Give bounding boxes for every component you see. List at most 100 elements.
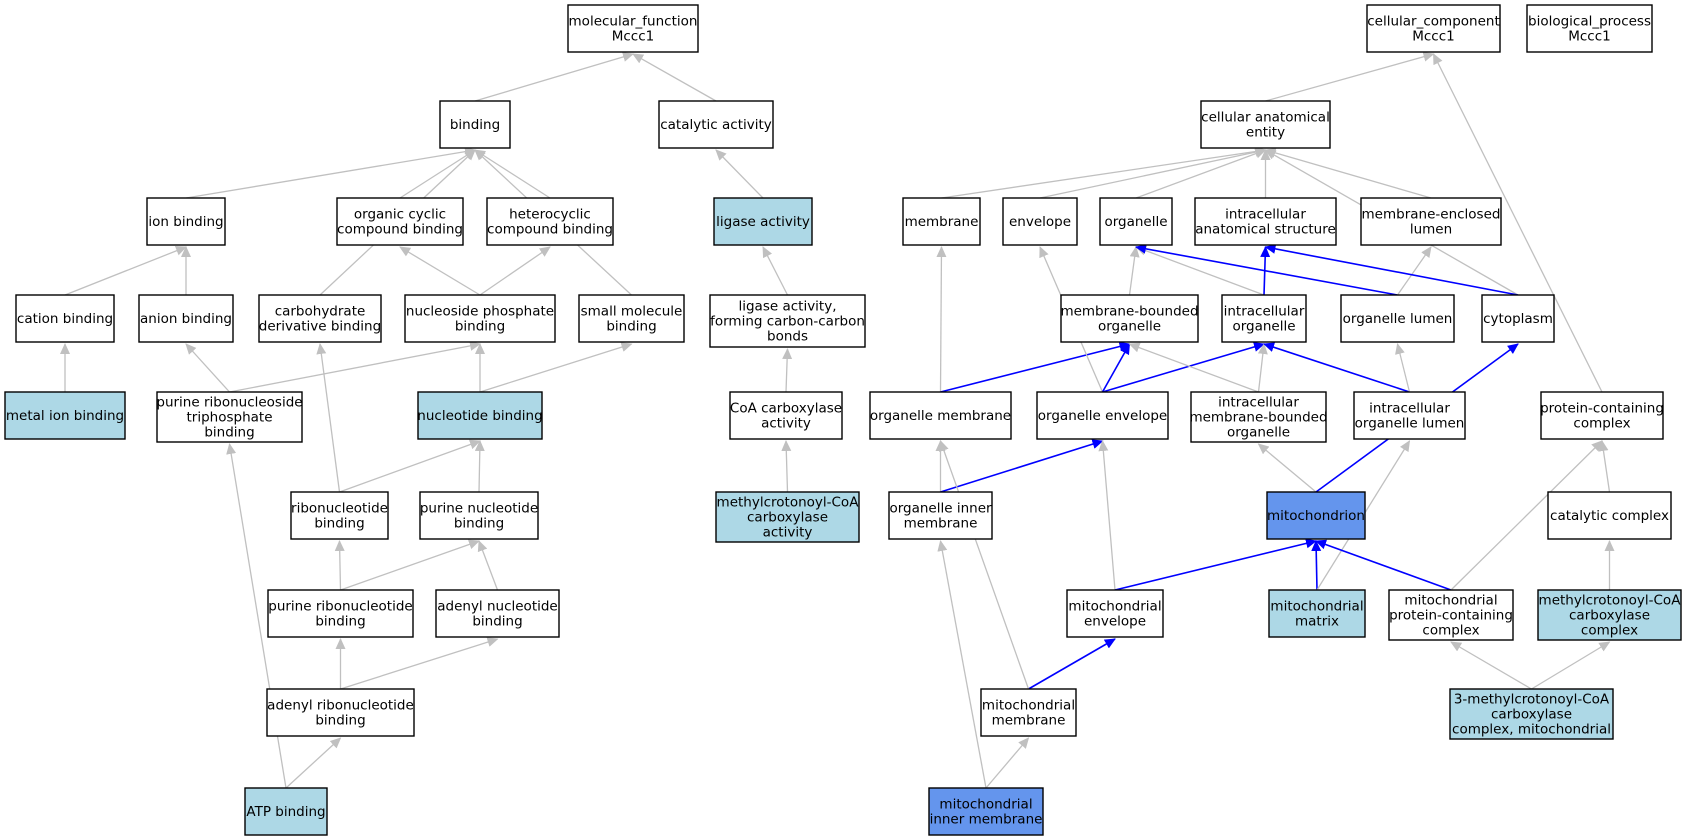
node-label-mf-line-0: molecular_function [569,14,698,30]
node-label-orgcyc-line-0: organic cyclic [354,207,446,223]
node-box-ias [1194,197,1337,246]
node-label-mitoenv-line-1: envelope [1084,614,1146,630]
node-ligasecc[interactable]: ligase activity,forming carbon-carbonbon… [709,294,866,348]
node-ionb[interactable]: ion binding [146,197,226,246]
node-label-imbo-line-1: membrane-bounded [1189,410,1327,426]
node-label-oim-line-1: membrane [904,516,978,532]
edge-nucphos-to-hetcyc [479,246,551,296]
node-binding[interactable]: binding [439,100,511,149]
node-box-iol [1353,391,1466,440]
node-box-omem [869,391,1012,440]
node-label-ligase-line-0: ligase activity [716,214,810,230]
node-mcccmito[interactable]: 3-methylcrotonoyl-CoAcarboxylasecomplex,… [1449,688,1614,740]
edge-mitoenv-to-mito [1114,538,1317,591]
node-label-mccc-line-0: methylcrotonoyl-CoA [1539,593,1682,609]
edge-iol-to-io [1263,342,1410,393]
node-label-smallmol-line-0: small molecule [581,304,683,320]
node-box-nucb [417,391,543,440]
node-label-purribo-line-0: purine ribonucleotide [268,599,412,615]
node-box-purribo [267,589,414,638]
node-envelope[interactable]: envelope [1002,197,1078,246]
node-label-oim-line-0: organelle inner [889,501,992,517]
edge-purribo-to-purnuc [340,539,480,591]
node-mito[interactable]: mitochondrion [1266,491,1366,540]
node-catcomp[interactable]: catalytic complex [1547,491,1672,540]
edge-atp-to-adenylribo [285,737,342,789]
node-metalion[interactable]: metal ion binding [4,391,126,440]
node-label-mim-line-0: mitochondrial [939,797,1032,813]
node-atp[interactable]: ATP binding [244,787,328,836]
node-label-mbo-line-1: organelle [1098,319,1161,335]
node-label-orgcyc-line-1: compound binding [337,222,463,238]
node-label-mitoenv-line-0: mitochondrial [1068,599,1161,615]
edge-io-to-organelle [1135,245,1265,296]
edge-pcc-to-cc [1432,53,1603,393]
node-label-ligasecc-line-1: forming carbon-carbon [710,314,865,330]
node-label-hetcyc-line-0: heterocyclic [509,207,591,223]
node-label-oenv-line-0: organelle envelope [1038,408,1167,424]
node-label-pcc-line-1: complex [1573,416,1630,432]
node-anion[interactable]: anion binding [138,294,234,343]
node-label-envelope-line-0: envelope [1009,214,1071,230]
node-label-purnuc-line-1: binding [454,516,504,532]
node-cation[interactable]: cation binding [15,294,115,343]
edge-catalytic-to-mf [632,53,717,102]
edge-mitomat-to-mito [1311,540,1322,591]
node-label-io-line-0: intracellular [1224,304,1305,320]
node-nucb[interactable]: nucleotide binding [417,391,543,440]
node-omem[interactable]: organelle membrane [869,391,1012,440]
node-catalytic[interactable]: catalytic activity [658,100,774,149]
node-label-cae-line-1: entity [1246,125,1285,141]
node-label-mcca-line-2: activity [763,525,813,541]
node-organelle[interactable]: organelle [1099,197,1173,246]
node-label-mitomem-line-1: membrane [992,713,1066,729]
edge-mel-to-cae [1264,147,1432,199]
node-cytoplasm[interactable]: cytoplasm [1481,294,1555,343]
node-label-mcca-line-0: methylcrotonoyl-CoA [717,495,860,511]
node-box-adenyl [435,589,560,638]
node-membrane[interactable]: membrane [902,197,981,246]
node-ligase[interactable]: ligase activity [713,197,813,246]
node-box-bp [1526,4,1653,53]
node-label-cc-line-1: Mccc1 [1412,29,1455,45]
node-box-smallmol [578,294,685,343]
node-box-mel [1360,197,1502,246]
node-olumen[interactable]: organelle lumen [1340,294,1455,343]
edge-mpcc-to-pcc [1450,440,1603,591]
node-oenv[interactable]: organelle envelope [1036,391,1169,440]
node-label-binding-line-0: binding [450,117,500,133]
node-label-iol-line-1: organelle lumen [1355,416,1465,432]
